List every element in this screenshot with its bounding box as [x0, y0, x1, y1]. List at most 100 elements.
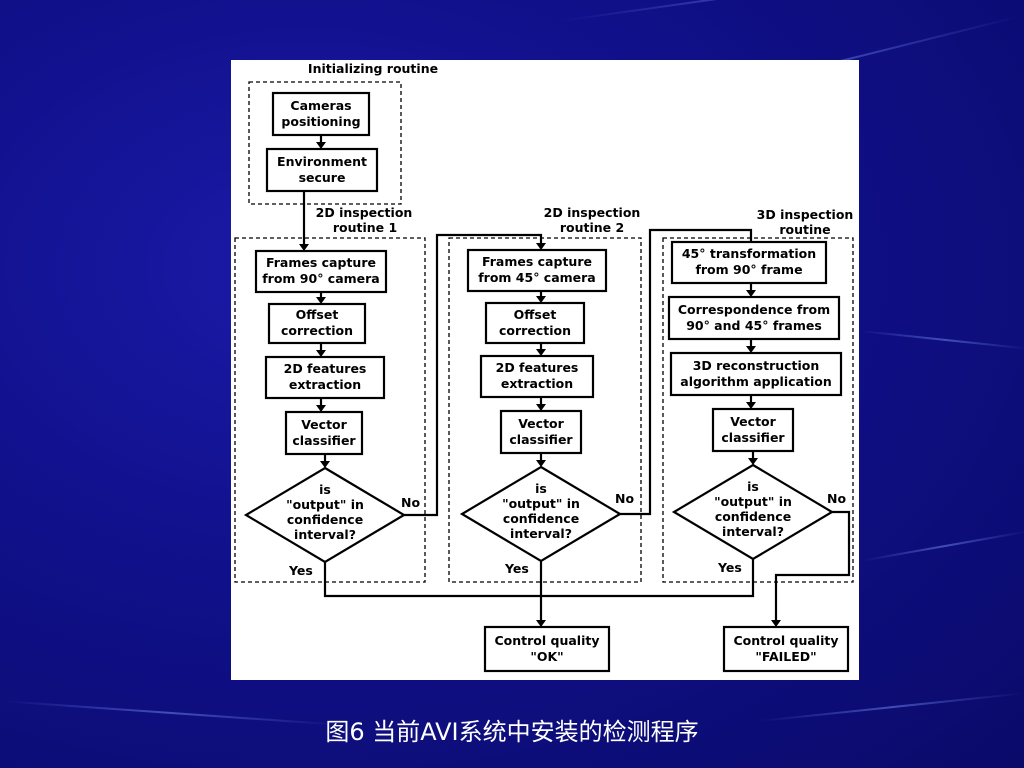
arrow-head — [748, 458, 758, 465]
arrow-head — [316, 297, 326, 304]
box-label: Vector — [730, 414, 776, 429]
box-label: Vector — [301, 417, 347, 432]
decision-label: "output" in — [286, 497, 364, 512]
decision-label: confidence — [503, 511, 579, 526]
inspection-routine-3-group — [662, 237, 854, 583]
arrow-head — [536, 460, 546, 467]
box-label: classifier — [292, 433, 356, 448]
2d-features-extraction-box — [479, 354, 595, 399]
decision-label: "output" in — [502, 496, 580, 511]
offset-correction-box — [267, 302, 367, 345]
arrow-head — [316, 405, 326, 412]
inspection-routine-2-title: routine 2 — [560, 220, 624, 235]
decision-label: interval? — [294, 527, 356, 542]
inspection-routine-1-title: 2D inspection — [316, 205, 413, 220]
arrow-head — [536, 296, 546, 303]
box-label: "FAILED" — [755, 649, 816, 664]
inspection-routine-2-group — [448, 237, 642, 583]
yes-flow-line — [323, 559, 755, 598]
box-label: from 90° frame — [695, 262, 802, 277]
no-label: No — [827, 491, 846, 506]
box-label: Vector — [518, 416, 564, 431]
decision-label: interval? — [510, 526, 572, 541]
yes-label: Yes — [717, 560, 742, 575]
flowchart-diagram: Initializing routine 2D inspection routi… — [234, 61, 854, 673]
decision-label: "output" in — [714, 494, 792, 509]
45-transformation-box — [670, 240, 828, 285]
box-label: 90° and 45° frames — [686, 318, 822, 333]
offset-correction-box — [484, 301, 586, 345]
no-flow-line — [774, 510, 851, 620]
box-label: 3D reconstruction — [693, 358, 820, 373]
vector-classifier-box — [711, 407, 795, 453]
arrow-head — [746, 346, 756, 353]
flowchart-figure: Initializing routine 2D inspection routi… — [231, 60, 859, 680]
correspondence-box — [667, 295, 841, 341]
inspection-routine-1-title: routine 1 — [333, 220, 397, 235]
arrow-head — [536, 349, 546, 356]
inspection-routine-3-title: routine — [779, 222, 830, 237]
box-label: Environment — [277, 154, 367, 169]
2d-features-extraction-box — [264, 355, 386, 400]
yes-label: Yes — [288, 563, 313, 578]
box-label: Frames capture — [266, 255, 376, 270]
decision-label: confidence — [287, 512, 363, 527]
box-label: Offset — [296, 307, 339, 322]
box-label: Cameras — [290, 98, 351, 113]
3d-reconstruction-box — [669, 351, 843, 397]
arrow-head — [536, 620, 546, 627]
inspection-routine-1-group — [234, 237, 426, 583]
box-label: Control quality — [734, 633, 839, 648]
box-label: algorithm application — [680, 374, 831, 389]
arrow-head — [746, 290, 756, 297]
box-label: from 90° camera — [262, 271, 380, 286]
background-streak — [559, 0, 1024, 22]
decision-label: confidence — [715, 509, 791, 524]
no-flow-line — [620, 228, 753, 516]
arrow-head — [746, 402, 756, 409]
arrow-head — [536, 243, 546, 250]
no-label: No — [401, 495, 420, 510]
box-label: extraction — [289, 377, 361, 392]
frames-capture-45-box — [466, 248, 608, 293]
inspection-routine-2-title: 2D inspection — [544, 205, 641, 220]
box-label: correction — [499, 323, 571, 338]
no-flow-line — [404, 233, 543, 517]
box-label: secure — [299, 170, 346, 185]
cameras-positioning-box — [271, 91, 371, 137]
vector-classifier-box — [499, 409, 583, 455]
box-label: classifier — [721, 430, 785, 445]
decision-label: is — [747, 479, 759, 494]
box-label: Correspondence from — [678, 302, 830, 317]
box-label: classifier — [509, 432, 573, 447]
arrow-head — [320, 461, 330, 468]
box-label: positioning — [281, 114, 360, 129]
arrow-head — [299, 244, 309, 251]
box-label: Frames capture — [482, 254, 592, 269]
arrow-head — [316, 350, 326, 357]
control-quality-ok-box — [483, 625, 611, 673]
decision-label: is — [535, 481, 547, 496]
box-label: correction — [281, 323, 353, 338]
control-quality-failed-box — [722, 625, 850, 673]
vector-classifier-box — [284, 410, 364, 456]
initializing-routine-group — [248, 81, 402, 205]
box-label: Control quality — [495, 633, 600, 648]
arrow-head — [536, 404, 546, 411]
background-streak — [859, 330, 1024, 350]
box-label: 45° transformation — [682, 246, 816, 261]
decision-label: interval? — [722, 524, 784, 539]
inspection-routine-3-title: 3D inspection — [757, 207, 854, 222]
box-label: Offset — [514, 307, 557, 322]
no-label: No — [615, 491, 634, 506]
figure-caption: 图6 当前AVI系统中安装的检测程序 — [325, 718, 699, 746]
environment-secure-box — [265, 147, 379, 193]
box-label: from 45° camera — [478, 270, 596, 285]
arrow-head — [771, 620, 781, 627]
box-label: "OK" — [530, 649, 563, 664]
background-streak — [859, 530, 1024, 562]
decision-label: is — [319, 482, 331, 497]
arrow-head — [316, 142, 326, 149]
box-label: 2D features — [284, 361, 367, 376]
yes-label: Yes — [504, 561, 529, 576]
